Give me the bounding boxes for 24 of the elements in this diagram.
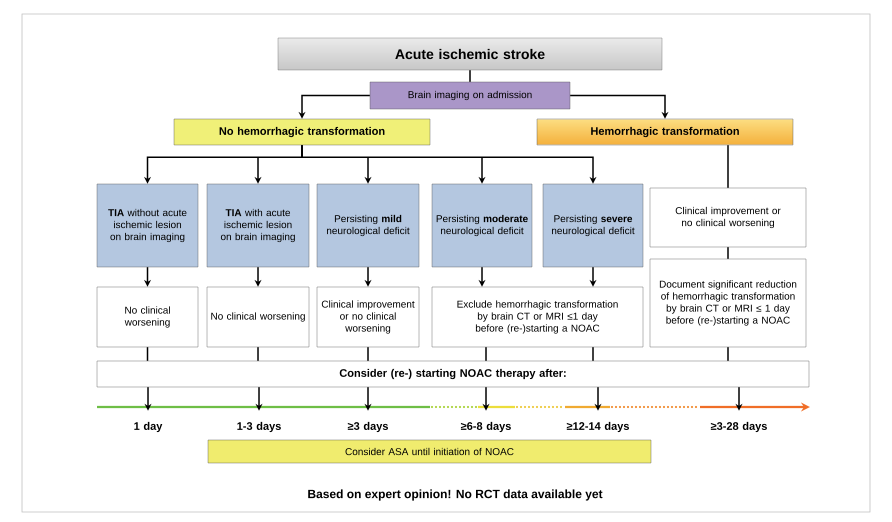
- day-label: ≥12-14 days: [566, 422, 629, 432]
- process-box: Persisting severe neurological deficit: [542, 184, 644, 268]
- process-box: Clinical improvement or no clinical worsening: [316, 286, 420, 348]
- node-box: No hemorrhagic transformation: [174, 118, 430, 146]
- day-label: ≥3-28 days: [710, 422, 767, 432]
- instruction-bar: Consider (re-) starting NOAC therapy after:: [96, 360, 810, 388]
- caption: Based on expert opinion! No RCT data available yet: [308, 489, 602, 501]
- process-box: No clinical worsening: [96, 286, 198, 348]
- process-box: Exclude hemorrhagic transformation by brain CT or MRI ≤1 day before (re-)starting a NOAC: [432, 286, 644, 348]
- node-box: Hemorrhagic transformation: [536, 118, 794, 146]
- process-box: TIA with acute ischemic lesion on brain imaging: [206, 184, 310, 268]
- process-box: Persisting moderate neurological deficit: [432, 184, 532, 268]
- day-label: ≥3 days: [348, 422, 388, 432]
- process-box: Clinical improvement or no clinical worsening: [650, 188, 806, 248]
- process-box: Document significant reduction of hemorrhagic transformation by brain CT or MRI ≤ 1 day before (re-)starting a NOAC: [650, 258, 806, 348]
- node-box: Brain imaging on admission: [370, 82, 570, 110]
- day-label: 1 day: [134, 422, 162, 432]
- process-box: No clinical worsening: [206, 286, 310, 348]
- day-label: ≥6-8 days: [460, 422, 511, 432]
- process-box: TIA without acute ischemic lesion on brain imaging: [96, 184, 198, 268]
- note-box: Consider ASA until initiation of NOAC: [208, 440, 652, 464]
- day-label: 1-3 days: [237, 422, 281, 432]
- title-box: Acute ischemic stroke: [278, 38, 662, 70]
- process-box: Persisting mild neurological deficit: [316, 184, 420, 268]
